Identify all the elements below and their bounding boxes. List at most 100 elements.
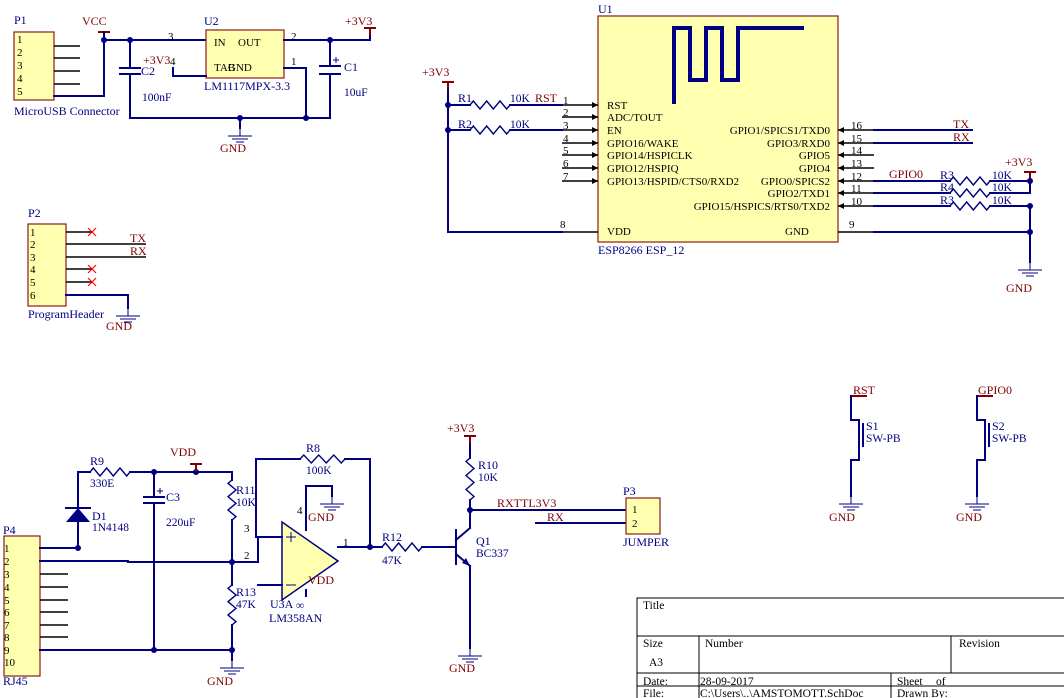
- u2-pin-out: OUT: [238, 37, 261, 49]
- r12-value: 47K: [382, 555, 403, 567]
- title-block-title-label: Title: [643, 600, 664, 612]
- u1-pin-num: 7: [563, 171, 569, 183]
- p1-pin: 4: [17, 73, 23, 85]
- r1-resistor: [469, 99, 511, 111]
- u1-pin-label: GPIO4: [799, 163, 831, 175]
- r4-designator: R4: [940, 180, 954, 194]
- drawing-layer: [3, 15, 1064, 698]
- s1-net-label: RST: [853, 383, 876, 397]
- junction-dot: [303, 115, 309, 121]
- esp-gnd-label: GND: [1006, 281, 1032, 295]
- p3-name: JUMPER: [623, 535, 669, 549]
- vcc-label: VCC: [82, 14, 107, 28]
- p1-name: MicroUSB Connector: [14, 104, 120, 118]
- r11-resistor: [226, 479, 238, 521]
- u3-gnd-label: GND: [308, 510, 334, 524]
- pullup-3v3-label: +3V3: [1005, 155, 1032, 169]
- u1-pin-arrow: [592, 178, 598, 184]
- p2-rx-label: RX: [130, 244, 147, 258]
- u2-pin-num: 3: [168, 31, 174, 43]
- p4-pin-number: 7: [4, 620, 10, 632]
- tab-wire: [172, 67, 207, 77]
- q1-designator: Q1: [476, 534, 491, 548]
- p4-pin-number: 6: [4, 607, 10, 619]
- u1-pin-num: 6: [563, 158, 569, 170]
- u1-pin-arrow: [838, 140, 844, 146]
- r3a-designator: R3: [940, 168, 954, 182]
- u1-pin-num: 5: [563, 145, 569, 157]
- label-layer: P1 MicroUSB Connector 1 2 3 4 5 VCC U2 I…: [3, 2, 1032, 698]
- p2-pin: 3: [30, 252, 36, 264]
- p2-pin: 1: [30, 227, 36, 239]
- p3-pin: 1: [632, 504, 638, 516]
- d1-value: 1N4148: [92, 522, 129, 534]
- u1-pin-num: 13: [851, 158, 863, 170]
- u2-pin-num: 1: [291, 56, 297, 68]
- r3b-designator: R3: [940, 193, 954, 207]
- u1-pin-label: RST: [607, 100, 627, 112]
- p2-pin: 4: [30, 264, 36, 276]
- u2-name: LM1117MPX-3.3: [204, 79, 290, 93]
- feedback-wire: [344, 458, 371, 548]
- p4-designator: P4: [3, 523, 16, 537]
- r4-value: 10K: [992, 182, 1013, 194]
- p4-connector-body: [3, 535, 41, 677]
- u3-pin-num: 1: [343, 537, 349, 549]
- s2-value: SW-PB: [992, 433, 1027, 445]
- vcc-net-wire: [53, 39, 105, 97]
- r1-value: 10K: [510, 93, 531, 105]
- u3-name: LM358AN: [269, 611, 323, 625]
- p4-name: RJ45: [3, 674, 28, 688]
- p4-pin-number: 9: [4, 645, 10, 657]
- c2-value: 100nF: [142, 92, 171, 104]
- s1-designator: S1: [866, 419, 879, 433]
- r3b-value: 10K: [992, 195, 1013, 207]
- u1-pin-label: GND: [785, 226, 809, 238]
- vdd-label: VDD: [170, 445, 196, 459]
- u1-pin-num: 3: [563, 120, 569, 132]
- non-inverting-wire: [39, 560, 259, 563]
- p4-pin-number: 4: [4, 582, 10, 594]
- u1-pin-label: VDD: [607, 226, 631, 238]
- u1-pin-num: 8: [560, 219, 566, 231]
- u1-module-body: [597, 15, 839, 243]
- u3-pin-num: 3: [244, 523, 250, 535]
- u1-pin-label: GPIO1/SPICS1/TXD0: [730, 125, 831, 137]
- p4-pin-number: 1: [4, 543, 10, 555]
- junction-dot: [151, 647, 157, 653]
- c3-value: 220uF: [166, 517, 195, 529]
- u3-gnd-wire: [305, 485, 333, 531]
- u1-pin-arrow: [592, 165, 598, 171]
- u3-pin3-wire: [257, 536, 283, 563]
- u1-pin-arrow: [592, 127, 598, 133]
- p2-tx-label: TX: [130, 231, 146, 245]
- s2-designator: S2: [992, 419, 1005, 433]
- p2-gnd-wire: [65, 294, 129, 309]
- title-block-date-value: 28-09-2017: [700, 676, 754, 688]
- r9-resistor: [89, 466, 131, 478]
- p2-name: ProgramHeader: [28, 307, 104, 321]
- vdd-wire: [447, 89, 563, 233]
- analog-gnd-label: GND: [207, 674, 233, 688]
- s2-gnd-label: GND: [956, 510, 982, 524]
- c1-value: 10uF: [344, 87, 368, 99]
- u3-opamp-body: [281, 520, 340, 602]
- u3-pin-num: 2: [244, 550, 250, 562]
- u1-pin-label: GPIO14/HSPICLK: [607, 150, 693, 162]
- r8-designator: R8: [306, 441, 320, 455]
- net-tx-label: TX: [953, 117, 969, 131]
- u1-pin-arrow: [592, 152, 598, 158]
- vout-wire: [339, 35, 371, 41]
- no-connect-mark: [87, 227, 97, 237]
- p3-designator: P3: [623, 484, 636, 498]
- s1-gnd-label: GND: [829, 510, 855, 524]
- u2-designator: U2: [204, 14, 219, 28]
- u1-pin-arrow: [838, 165, 844, 171]
- p2-pin: 2: [30, 239, 36, 251]
- r2-resistor: [469, 124, 511, 136]
- p4-pin-number: 5: [4, 595, 10, 607]
- u1-pin-label: GPIO2/TXD1: [768, 188, 830, 200]
- u3-vdd-label: VDD: [308, 573, 334, 587]
